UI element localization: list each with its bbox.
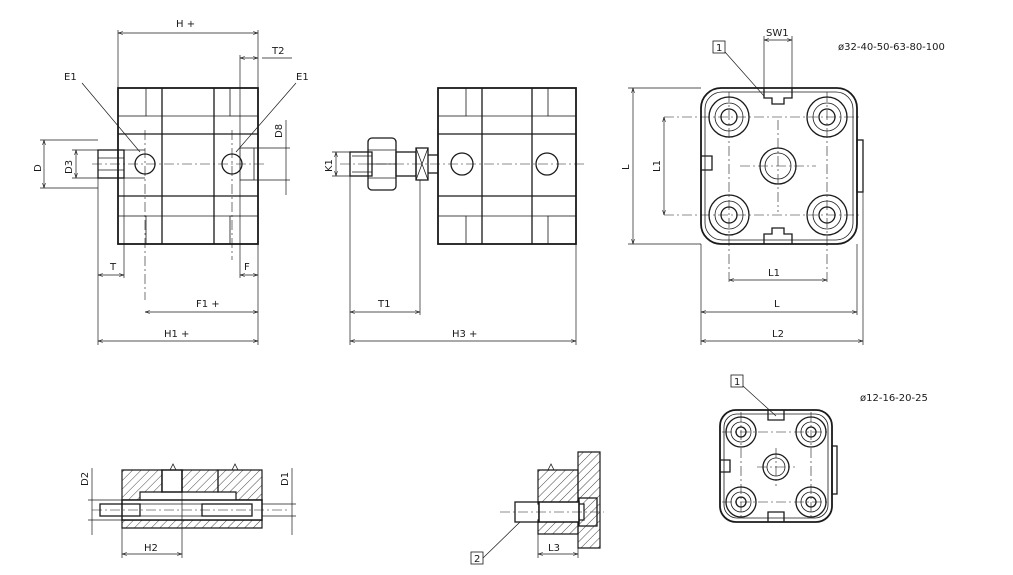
- label-l2: L2: [772, 329, 784, 340]
- label-sw1: SW1: [766, 28, 789, 39]
- label-l-vertical: L: [621, 164, 632, 170]
- side-view-rod: [332, 87, 584, 345]
- callout-1-bottom: 1: [734, 377, 740, 388]
- label-l1-horizontal: L1: [768, 268, 780, 279]
- label-d8: D8: [274, 124, 285, 138]
- label-l1-vertical: L1: [652, 160, 663, 172]
- label-h: H +: [176, 19, 195, 30]
- label-f1: F1 +: [196, 299, 220, 310]
- label-e1-right: E1: [296, 72, 309, 83]
- label-d: D: [33, 164, 44, 172]
- label-d1: D1: [280, 472, 291, 486]
- label-k1: K1: [324, 159, 335, 172]
- section-view-mounting: [88, 463, 296, 558]
- label-t2: T2: [271, 46, 284, 57]
- label-bore-large: ø32-40-50-63-80-100: [838, 42, 945, 53]
- label-l3: L3: [548, 543, 560, 554]
- label-t: T: [109, 262, 117, 273]
- label-d3: D3: [64, 160, 75, 174]
- section-view-fixing: [470, 451, 604, 565]
- label-bore-small: ø12-16-20-25: [860, 393, 928, 404]
- callout-2: 2: [474, 554, 480, 565]
- label-h2: H2: [144, 543, 158, 554]
- label-f: F: [244, 262, 250, 273]
- label-e1-left: E1: [64, 72, 77, 83]
- label-h1: H1 +: [164, 329, 189, 340]
- label-d2: D2: [80, 472, 91, 486]
- side-view-ports: [40, 30, 297, 345]
- callout-1-top: 1: [716, 43, 722, 54]
- label-t1: T1: [377, 299, 390, 310]
- label-h3: H3 +: [452, 329, 477, 340]
- label-l-horizontal: L: [774, 299, 780, 310]
- front-view-large: [628, 36, 864, 345]
- front-view-small: [719, 374, 838, 523]
